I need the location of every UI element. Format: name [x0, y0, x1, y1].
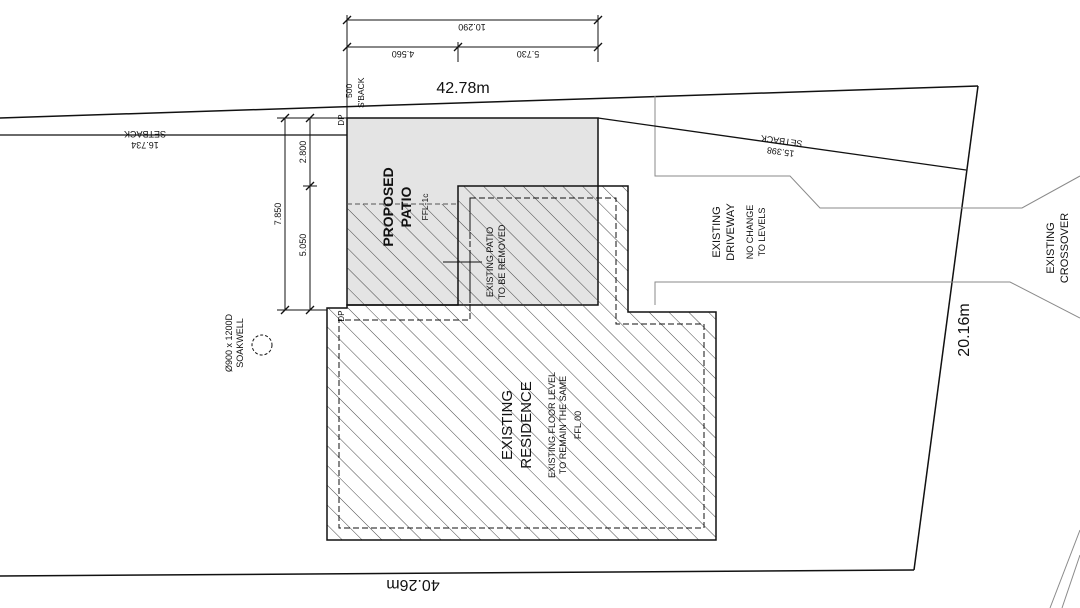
- left-segment-dimension: 4.560: [392, 49, 415, 59]
- driveway-line1: EXISTING: [711, 206, 723, 257]
- left-setback: SETBACK 16.734: [0, 129, 347, 150]
- soakwell-line1: Ø900 x 1200D: [224, 313, 234, 372]
- existing-residence: [326, 185, 717, 541]
- patio-upper-dimension: 2.800: [298, 141, 308, 164]
- overall-width-dimension: 10.290: [458, 22, 486, 32]
- downpipe-top: DP: [337, 114, 346, 125]
- patio-title-line1: PROPOSED: [380, 167, 396, 246]
- patio-level: FFL-1c: [420, 193, 430, 221]
- right-boundary-length: 20.16m: [956, 303, 973, 356]
- residence-note-line2: TO REMAIN THE SAME: [558, 376, 568, 474]
- top-dimensions: 10.290 4.560 5.730: [342, 15, 603, 62]
- left-dimensions: 7.850 2.800 5.050: [273, 113, 347, 315]
- top-boundary-line: [0, 85, 979, 119]
- soakwell-symbol: [251, 334, 273, 356]
- front-setback: 500 S'BACK: [344, 62, 366, 118]
- driveway-note-line2: TO LEVELS: [757, 208, 767, 257]
- patio-depth-dimension: 7.850: [273, 203, 283, 226]
- front-setback-value: 500: [344, 84, 354, 98]
- left-setback-label: SETBACK: [124, 129, 166, 139]
- residence-title-line1: EXISTING: [499, 390, 516, 460]
- downpipe-bottom: DP: [337, 310, 346, 321]
- downpipes: DP DP: [337, 114, 346, 321]
- residence-level: FFL 00: [573, 411, 583, 439]
- right-segment-dimension: 5.730: [517, 49, 540, 59]
- right-setback-value: 15.398: [766, 145, 795, 159]
- driveway-labels: EXISTING DRIVEWAY NO CHANGE TO LEVELS EX…: [711, 203, 1071, 284]
- bottom-boundary-line: [0, 569, 915, 577]
- crossover-line1: EXISTING: [1045, 222, 1057, 273]
- bottom-boundary-length: 40.26m: [386, 576, 439, 593]
- soakwell-line2: SOAKWELL: [235, 318, 245, 368]
- driveway-outline: [654, 96, 1080, 608]
- patio-lower-dimension: 5.050: [298, 234, 308, 257]
- right-setback: SETBACK 15.398: [597, 117, 967, 171]
- lot-boundary: [0, 85, 979, 577]
- driveway-note-line1: NO CHANGE: [745, 205, 755, 260]
- existing-patio-line2: TO BE REMOVED: [497, 224, 507, 299]
- soakwell: Ø900 x 1200D SOAKWELL: [224, 313, 273, 372]
- crossover-line2: CROSSOVER: [1059, 213, 1071, 283]
- residence-note-line1: EXISTING FLOOR LEVEL: [547, 372, 557, 478]
- front-setback-label: S'BACK: [356, 77, 366, 108]
- driveway-line2: DRIVEWAY: [725, 203, 737, 261]
- residence-title-line2: RESIDENCE: [518, 381, 535, 469]
- existing-patio-line1: EXISTING PATIO: [485, 227, 495, 297]
- top-boundary-length: 42.78m: [436, 80, 489, 97]
- right-setback-label: SETBACK: [760, 133, 803, 149]
- patio-title-line2: PATIO: [398, 187, 414, 228]
- patio-labels: PROPOSED PATIO FFL-1c EXISTING PATIO TO …: [380, 167, 507, 299]
- right-boundary-line: [913, 85, 979, 571]
- left-setback-value: 16.734: [131, 140, 159, 150]
- residence-labels: EXISTING RESIDENCE EXISTING FLOOR LEVEL …: [499, 372, 583, 478]
